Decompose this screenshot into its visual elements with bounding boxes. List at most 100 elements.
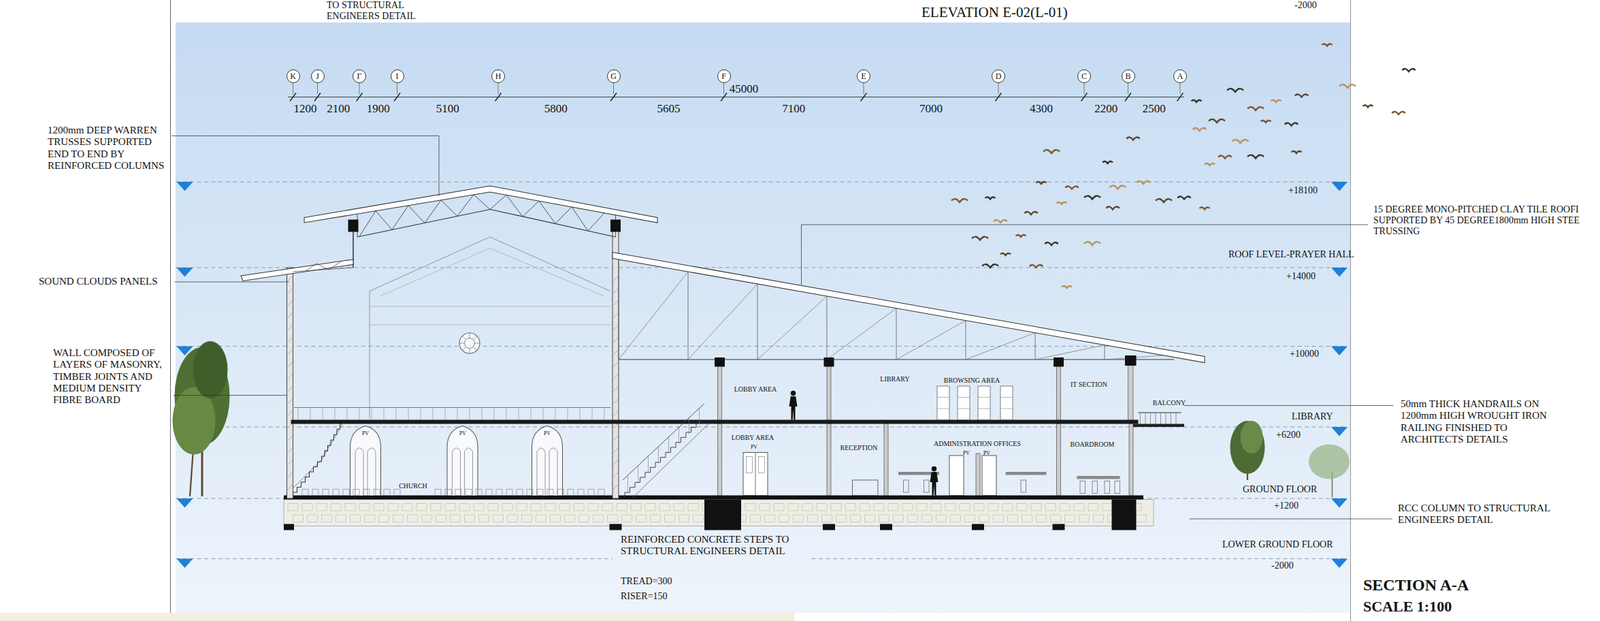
dimension-tick [394, 93, 401, 102]
dimension-tick [995, 93, 1002, 102]
wall-hatch [287, 324, 294, 331]
foundation-block [530, 503, 542, 512]
boardroom-table [1077, 475, 1121, 480]
foundation-block [345, 503, 356, 512]
foundation-block [573, 503, 584, 512]
leader-line [1189, 518, 1394, 520]
dimension-tick [1081, 93, 1088, 102]
grid-line [863, 83, 865, 95]
footing [1052, 524, 1066, 531]
foundation-block [393, 514, 404, 522]
shelf [1000, 396, 1013, 398]
bird [1126, 137, 1140, 141]
foundation-block [793, 514, 804, 522]
foundation-block [607, 514, 618, 522]
grid-letter: Γ [357, 72, 363, 81]
grid-line [292, 83, 294, 95]
human-figure [930, 471, 939, 496]
footing [609, 524, 623, 531]
bookshelf [977, 385, 991, 420]
railing-post [1145, 412, 1147, 424]
level-name: GROUND FLOOR [1242, 483, 1317, 495]
pew [598, 489, 605, 496]
grid-dimension: 4300 [1029, 102, 1053, 116]
dimension-tick [356, 93, 363, 102]
foundation-block [836, 514, 847, 522]
dimension-tick [495, 93, 502, 102]
wall-hatch [612, 275, 619, 282]
foundation-block [350, 514, 361, 522]
human-figure [789, 396, 798, 420]
grid-line [498, 83, 499, 95]
foundation-block [516, 503, 527, 512]
foundation-block [579, 514, 590, 522]
foundation-block [973, 503, 985, 512]
level-name: ROOF LEVEL-PRAYER HALL [1228, 249, 1355, 260]
bird [1204, 163, 1215, 166]
door [743, 452, 768, 496]
level-marker [1331, 346, 1348, 356]
bird [1247, 106, 1264, 111]
annotation: REINFORCED CONCRETE STEPS TO STRUCTURAL … [620, 533, 805, 558]
foundation-block [845, 503, 856, 512]
bird [1193, 127, 1207, 131]
grid-bubble: A [1173, 69, 1187, 84]
foundation-block [1102, 503, 1113, 512]
bird [1339, 84, 1356, 88]
foundation-block [659, 503, 670, 512]
truss-web [688, 271, 689, 360]
stair-stringer [293, 459, 322, 488]
level-marker [176, 181, 194, 192]
bird [1102, 161, 1113, 164]
roof-chord [612, 252, 1205, 363]
grid-letter: J [315, 72, 320, 81]
truss-web [1104, 345, 1106, 360]
room-label: LIBRARY [879, 374, 910, 384]
wall [1128, 357, 1134, 420]
room-label: BOARDROOM [1069, 440, 1115, 449]
door-panel [746, 456, 753, 473]
railing-post [579, 407, 581, 420]
column-capital [1053, 357, 1064, 367]
level-value: +18100 [1288, 185, 1318, 197]
wall-hatch [287, 275, 294, 282]
foundation-block [473, 503, 484, 512]
pew [455, 489, 462, 496]
grid-letter: B [1124, 72, 1131, 81]
sky-background [175, 22, 1351, 613]
grid-line [1084, 83, 1085, 95]
foundation-block [330, 503, 341, 512]
foundation-block [864, 514, 876, 522]
wall [826, 423, 831, 496]
wall-hatch [287, 373, 294, 380]
foundation-block [945, 503, 956, 512]
railing-post [371, 407, 373, 420]
sheet-heading: ELEVATION E-02(L-01) [921, 4, 1068, 21]
chair [1092, 481, 1098, 494]
rose-window-spoke [462, 346, 466, 350]
pew [445, 489, 452, 496]
foundation-block [902, 503, 913, 512]
bird [1044, 242, 1059, 246]
column-capital [610, 219, 621, 233]
foundation-block [1036, 514, 1047, 522]
rose-window-spoke [459, 343, 465, 344]
foundation-block [850, 514, 861, 522]
stair-spec: RISER=150 [620, 590, 668, 602]
truss-bottom-chord [357, 209, 616, 238]
eave-truss [328, 261, 341, 270]
foundation-block [993, 514, 1004, 522]
wall-band [369, 324, 611, 326]
leader-line [171, 136, 439, 197]
railing-post [592, 407, 593, 420]
wall-hatch [612, 459, 619, 466]
eave-truss [293, 267, 354, 272]
truss-web [965, 332, 1036, 360]
pew [536, 489, 544, 496]
railing-post [1160, 412, 1162, 424]
shelf [977, 396, 991, 398]
grid-line [723, 83, 725, 95]
wall-hatch [287, 483, 294, 491]
column-capital [1124, 355, 1137, 366]
bird [1065, 186, 1079, 190]
